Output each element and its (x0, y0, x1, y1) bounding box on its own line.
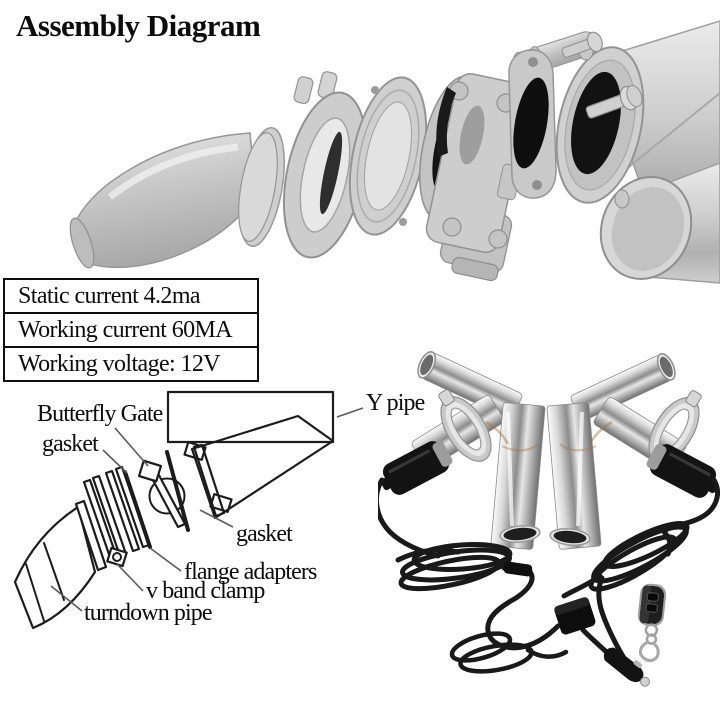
flange-adapter-plates-outline (104, 465, 151, 553)
flange-ring-3d (348, 76, 428, 236)
spec-row-static-current: Static current 4.2ma (18, 283, 201, 309)
power-plug (603, 647, 650, 687)
y-pipe-outline (166, 390, 335, 444)
wiring-harness (378, 477, 720, 674)
spec-row-working-voltage: Working voltage: 12V (5, 346, 257, 380)
v-band-clamp-3d (282, 71, 368, 259)
label-turndown-pipe: turndown pipe (84, 600, 213, 626)
remote-button-open (646, 592, 659, 602)
flange-bolt-3d (585, 84, 643, 119)
turndown-pipe-outline (13, 499, 108, 630)
page-title: Assembly Diagram (16, 8, 261, 43)
left-clamp-ring (438, 389, 492, 462)
flange-bolt-upper-3d (561, 31, 603, 58)
turndown-pipe-3d (69, 127, 286, 269)
label-v-band-clamp: v band clamp (146, 578, 265, 604)
label-flange-adapters: flange adapters (184, 559, 317, 585)
remote-button-close (645, 603, 658, 613)
exploded-line-diagram (13, 390, 364, 630)
label-gasket-top: gasket (42, 431, 99, 457)
product-photo (378, 351, 720, 687)
label-y-pipe: Y pipe (366, 390, 425, 416)
v-band-clamp-outline (82, 474, 128, 568)
left-cutout-motor (380, 441, 453, 495)
butterfly-gate-outline (137, 459, 187, 529)
leader-lines (50, 407, 364, 612)
label-gasket-right: gasket (236, 521, 293, 547)
right-cutout-assembly (546, 353, 719, 550)
exploded-view-3d-render (69, 20, 720, 284)
y-pipe-cone-outline (190, 414, 335, 520)
left-cutout-assembly (380, 351, 546, 550)
control-box (554, 597, 596, 635)
spec-row-working-current: Working current 60MA (5, 312, 257, 346)
butterfly-valve-motor-3d (425, 73, 531, 282)
remote-control (637, 583, 667, 662)
gasket-line-right (165, 450, 190, 532)
triangle-gasket-3d (508, 49, 557, 199)
flange-plate-outline (183, 441, 233, 518)
spec-table: Static current 4.2ma Working current 60M… (3, 278, 259, 382)
label-butterfly-gate: Butterfly Gate (37, 401, 163, 427)
y-pipe-flange-3d (555, 41, 645, 209)
harness-junction (503, 561, 533, 577)
